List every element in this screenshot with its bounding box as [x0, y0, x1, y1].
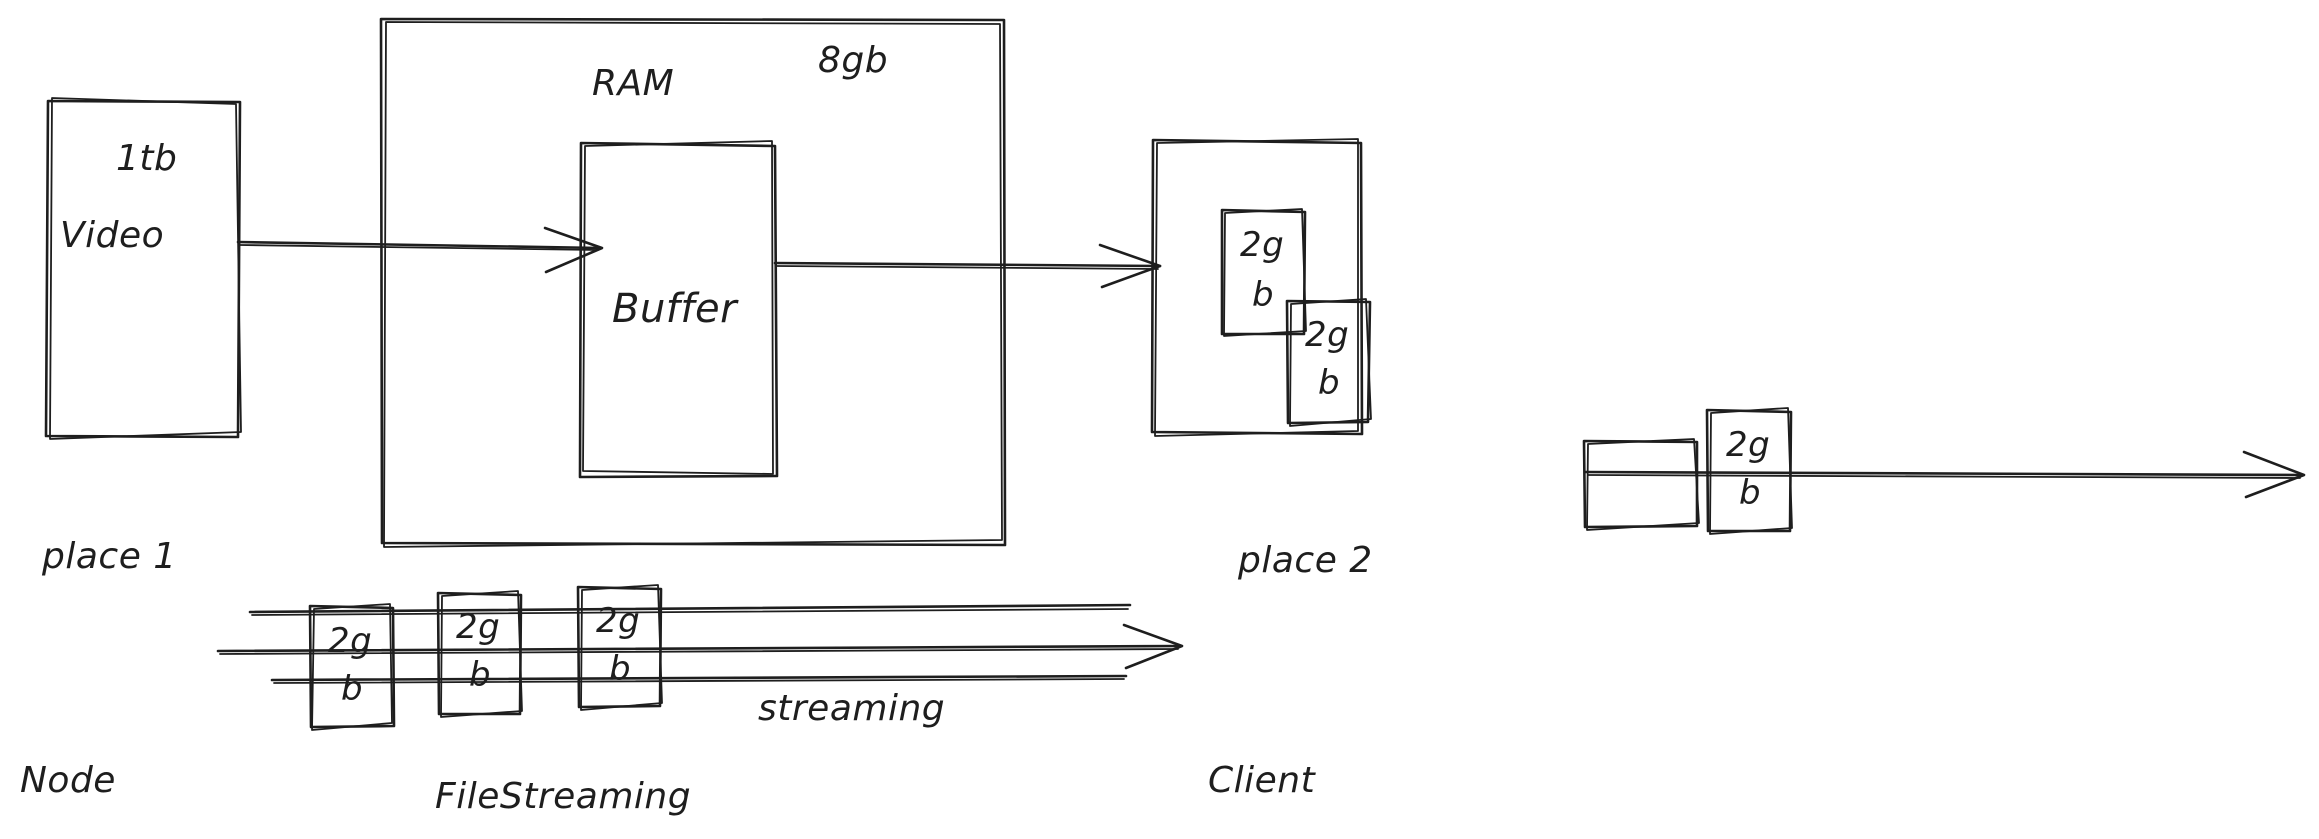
client-chunk-1: 2g b	[1220, 208, 1307, 337]
buffer-to-client-arrow	[773, 243, 1162, 289]
video-to-buffer-arrow	[236, 226, 604, 274]
ram-label: RAM	[592, 63, 674, 104]
stream-line-middle-arrow	[216, 623, 1184, 670]
stream-chunk-3-line2: b	[609, 649, 631, 689]
place-2-label: place 2	[1237, 540, 1373, 581]
streaming-label: streaming	[758, 688, 945, 729]
right-chunk-line2: b	[1739, 473, 1761, 513]
node-label: Node	[20, 760, 116, 801]
stream-line-bottom	[270, 674, 1128, 684]
client-chunk-2-line1: 2g	[1305, 315, 1349, 355]
client-label: Client	[1208, 760, 1317, 801]
video-size-label: 1tb	[116, 138, 177, 179]
ram-box	[379, 17, 1007, 548]
right-chunk: 2g b	[1705, 407, 1793, 535]
stream-chunk-1: 2g b	[308, 603, 396, 731]
client-chunk-1-line2: b	[1252, 275, 1274, 315]
client-chunk-2: 2g b	[1285, 298, 1372, 427]
client-chunk-1-line1: 2g	[1240, 225, 1284, 265]
buffer-label: Buffer	[612, 286, 739, 332]
stream-chunk-2-line2: b	[469, 655, 491, 695]
buffer-box	[578, 140, 779, 479]
stream-chunk-1-line2: b	[341, 669, 363, 709]
client-chunk-2-line2: b	[1318, 363, 1340, 403]
video-label: Video	[60, 215, 164, 256]
stream-chunk-2-line1: 2g	[456, 607, 500, 647]
filestreaming-label: FileStreaming	[435, 776, 691, 817]
stream-chunk-3-line1: 2g	[596, 601, 640, 641]
client-box	[1150, 138, 1364, 437]
ram-size-label: 8gb	[818, 40, 888, 81]
stream-chunk-3: 2g b	[576, 584, 663, 711]
place-1-label: place 1	[41, 536, 177, 577]
video-box	[44, 97, 242, 440]
right-stream-arrow	[1584, 450, 2306, 499]
stream-chunk-1-line1: 2g	[328, 621, 372, 661]
right-chunk-line1: 2g	[1726, 425, 1770, 465]
stream-chunk-2: 2g b	[436, 590, 523, 718]
stream-line-top	[248, 603, 1132, 616]
right-empty-box	[1582, 438, 1700, 531]
